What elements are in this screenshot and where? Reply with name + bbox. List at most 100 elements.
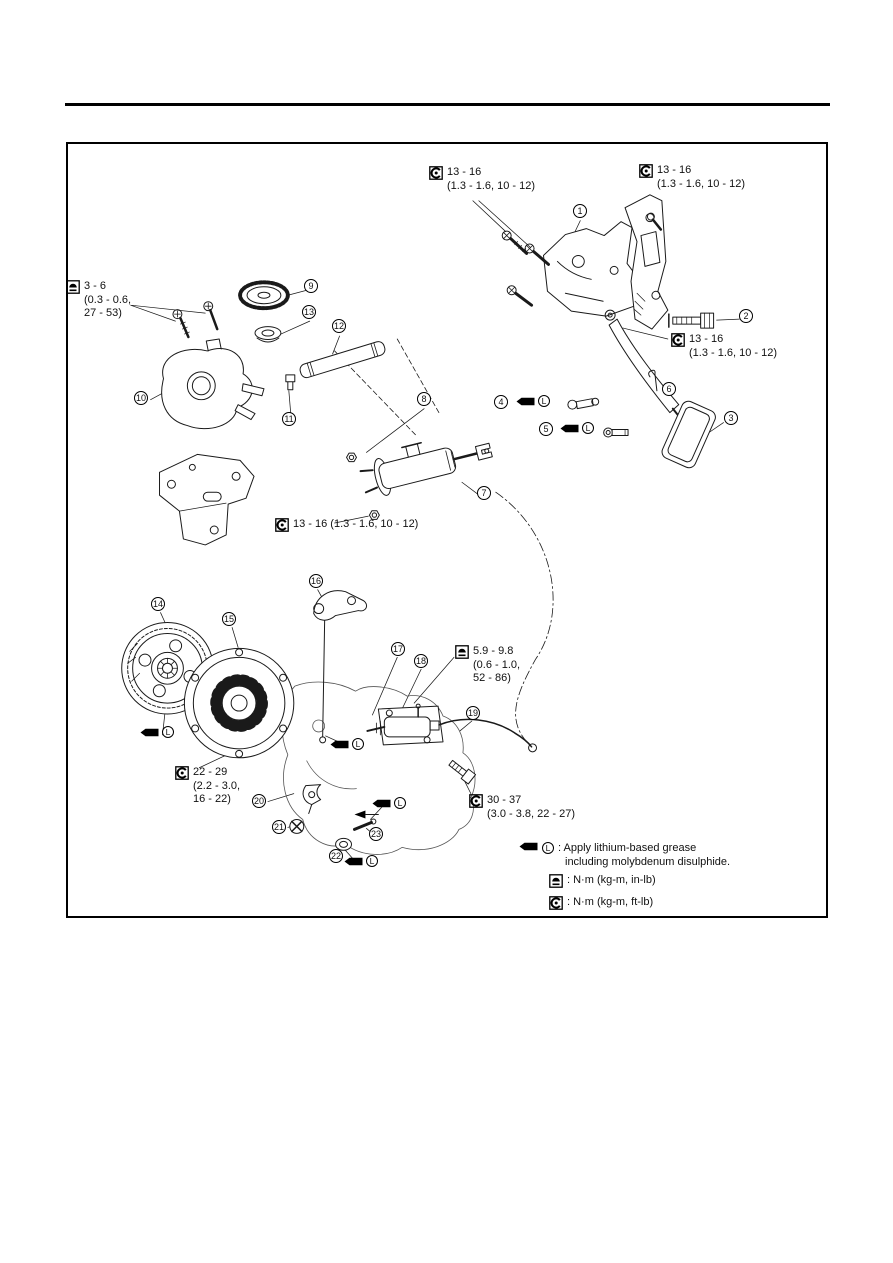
torque-in-lb-icon — [455, 645, 469, 659]
torque-ft-lb-icon — [469, 794, 483, 808]
dust-cover-clip — [302, 784, 322, 815]
torque-value-alt: (0.3 - 0.6, — [84, 293, 132, 306]
lithium-grease-symbol: L — [582, 422, 594, 434]
grease-badge-lever-pivot: L — [330, 738, 364, 750]
grease-icon — [519, 842, 538, 851]
callout-16: 16 — [309, 574, 323, 588]
legend-grease: L : Apply lithium-based grease including… — [519, 842, 730, 869]
callout-number: 22 — [330, 850, 341, 861]
grease-badge-pin-5: L — [560, 422, 594, 434]
transmission-outline — [281, 681, 476, 855]
lithium-grease-symbol: L — [366, 855, 378, 867]
torque-ft-lb-icon — [175, 766, 189, 780]
torque-spec-pedal-bracket-right: 13 - 16(1.3 - 1.6, 10 - 12) — [639, 164, 745, 191]
legend-grease-text-line1: : Apply lithium-based grease — [558, 842, 697, 854]
torque-value: 30 - 37 — [487, 794, 522, 806]
callout-number: 13 — [303, 306, 314, 317]
legend-torque-ft-lb: : N·m (kg-m, ft-lb) — [549, 896, 653, 910]
grease-icon — [344, 857, 363, 866]
clutch-hose — [438, 718, 538, 753]
diagram-frame — [66, 142, 828, 918]
torque-value: 22 - 29 — [193, 766, 228, 778]
callout-17: 17 — [391, 642, 405, 656]
reservoir-tank — [161, 338, 265, 430]
clutch-master-cylinder — [359, 441, 493, 496]
torque-ft-lb-icon — [429, 166, 443, 180]
torque-value: 13 - 16 — [447, 166, 482, 178]
grommet-x — [289, 818, 305, 834]
torque-value-alt: (1.3 - 1.6, 10 - 12) — [689, 346, 778, 359]
diagram-line-art — [121, 194, 740, 859]
reservoir-screws — [172, 301, 219, 339]
callout-number: 4 — [498, 396, 504, 407]
page-top-rule — [65, 103, 830, 106]
callout-22: 22 — [329, 849, 343, 863]
callout-number: 2 — [743, 310, 749, 321]
torque-value: 3 - 6 — [84, 280, 107, 292]
callout-number: 15 — [223, 613, 234, 624]
grease-badge-disc-splines: L — [140, 726, 174, 738]
legend-in-lb-text: : N·m (kg-m, in-lb) — [567, 874, 656, 886]
callout-8: 8 — [417, 392, 431, 406]
callout-number: 6 — [666, 383, 672, 394]
hose-bolt — [448, 759, 477, 785]
callout-1: 1 — [573, 204, 587, 218]
grease-badge-push-rod: L — [372, 797, 406, 809]
lithium-grease-symbol: L — [162, 726, 174, 738]
torque-value: 5.9 - 9.8 — [473, 645, 514, 657]
callout-number: 1 — [577, 205, 583, 216]
callout-5: 5 — [539, 422, 553, 436]
reservoir-cap — [238, 280, 290, 311]
torque-value: 13 - 16 — [689, 333, 724, 345]
torque-ft-lb-icon — [549, 896, 563, 910]
callout-number: 19 — [467, 707, 478, 718]
grease-icon — [330, 740, 349, 749]
leader-lines — [130, 200, 740, 859]
pivot-bolt — [668, 312, 715, 329]
callout-number: 11 — [284, 413, 294, 424]
lithium-grease-symbol: L — [538, 395, 550, 407]
lithium-grease-symbol: L — [352, 738, 364, 750]
torque-ft-lb-icon — [275, 518, 289, 532]
torque-spec-pivot-bolt: 13 - 16(1.3 - 1.6, 10 - 12) — [671, 333, 777, 360]
callout-11: 11 — [282, 412, 296, 426]
callout-23: 23 — [369, 827, 383, 841]
legend-grease-text-line2: including molybdenum disulphide. — [565, 855, 731, 868]
callout-21: 21 — [272, 820, 286, 834]
mounting-bracket — [159, 453, 255, 546]
callout-13: 13 — [302, 305, 316, 319]
legend-torque-in-lb: : N·m (kg-m, in-lb) — [549, 874, 656, 888]
legend-ft-lb-text: : N·m (kg-m, ft-lb) — [567, 896, 654, 908]
grease-icon — [516, 397, 535, 406]
torque-in-lb-icon — [66, 280, 80, 294]
callout-number: 23 — [370, 828, 381, 839]
callout-number: 3 — [728, 412, 734, 423]
torque-ft-lb-icon — [639, 164, 653, 178]
torque-value-alt: (2.2 - 3.0, — [193, 779, 241, 792]
torque-value-alt2: 52 - 86) — [473, 672, 511, 684]
callout-number: 12 — [333, 320, 344, 331]
lithium-grease-symbol: L — [542, 842, 554, 854]
torque-value-alt: (0.6 - 1.0, — [473, 658, 521, 671]
callout-number: 20 — [253, 795, 264, 806]
torque-spec-clutch-cover-bolts: 22 - 29(2.2 - 3.0,16 - 22) — [175, 766, 240, 807]
callout-number: 7 — [481, 487, 487, 498]
torque-spec-hose-bolt: 30 - 37(3.0 - 3.8, 22 - 27) — [469, 794, 575, 821]
callout-14: 14 — [151, 597, 165, 611]
grease-badge-pin-4: L — [516, 395, 550, 407]
torque-value-alt2: 16 - 22) — [193, 793, 231, 805]
callout-6: 6 — [662, 382, 676, 396]
torque-spec-bleeder: 5.9 - 9.8(0.6 - 1.0,52 - 86) — [455, 645, 520, 686]
torque-spec-pedal-bracket-left: 13 - 16(1.3 - 1.6, 10 - 12) — [429, 166, 535, 193]
callout-number: 17 — [392, 643, 403, 654]
hose-connector — [285, 374, 296, 391]
push-rod — [352, 810, 379, 831]
clutch-operating-cylinder — [366, 703, 444, 746]
torque-spec-reservoir-screws: 3 - 6(0.3 - 0.6,27 - 53) — [66, 280, 131, 321]
clutch-cover — [183, 647, 295, 759]
callout-number: 8 — [421, 393, 427, 404]
torque-value: 13 - 16 — [657, 164, 692, 176]
grease-icon — [372, 799, 391, 808]
reservoir-diaphragm — [254, 326, 282, 343]
torque-value: 13 - 16 (1.3 - 1.6, 10 - 12) — [293, 518, 419, 530]
